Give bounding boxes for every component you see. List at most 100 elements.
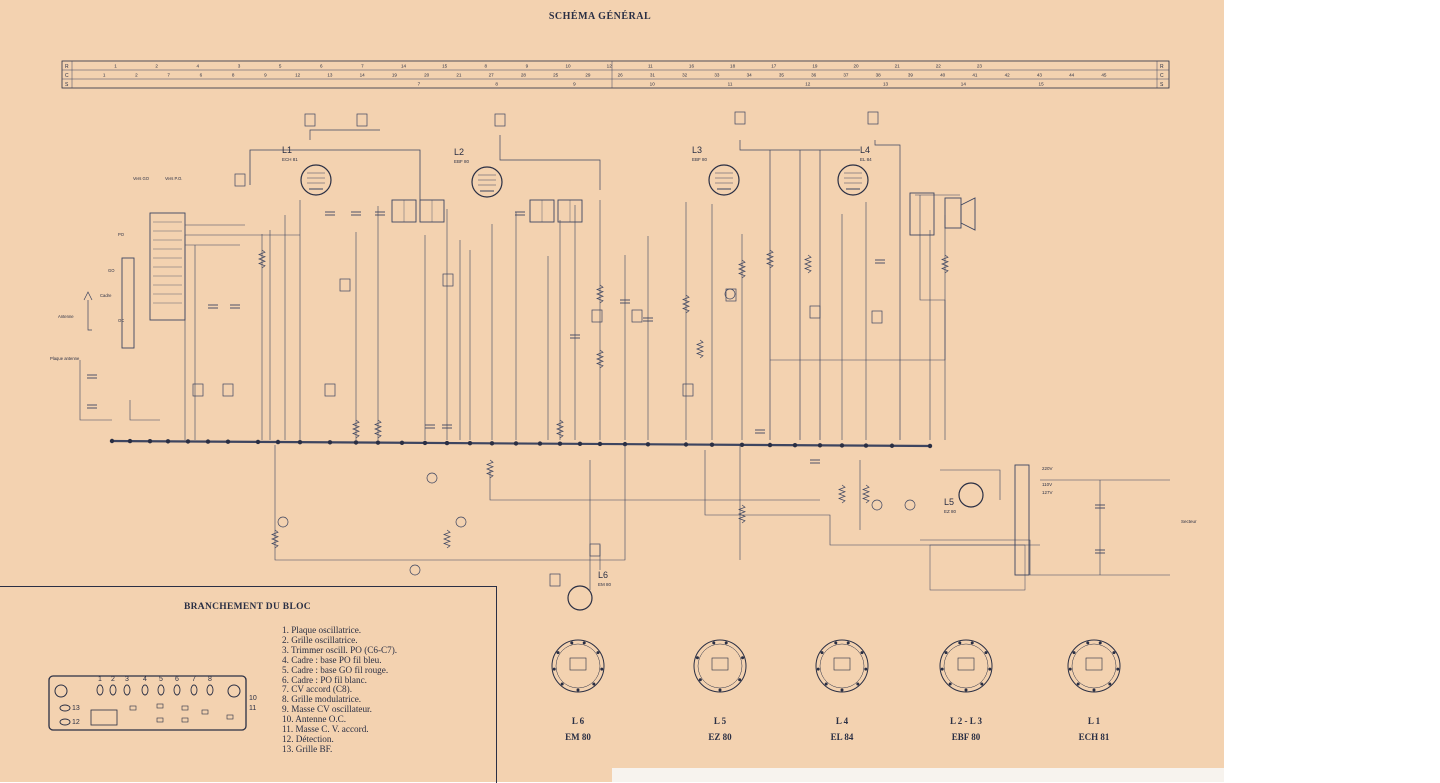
ground-junction xyxy=(557,441,563,446)
legend-item: 13. Grille BF. xyxy=(282,743,333,754)
component-box xyxy=(549,573,561,587)
grid-number: 22 xyxy=(936,64,942,69)
output-wire xyxy=(770,195,946,361)
test-point xyxy=(277,516,289,528)
resistor xyxy=(682,294,690,314)
legend-item: 9. Masse CV oscillateur. xyxy=(282,704,372,715)
grid-number: 35 xyxy=(779,73,785,78)
grid-row-letter: R xyxy=(1160,64,1164,70)
pinout-inner xyxy=(943,643,989,689)
block-lug xyxy=(190,684,198,696)
grid-number: 8 xyxy=(232,73,235,78)
pinout-socket xyxy=(693,639,747,693)
tube-type: ECH 81 xyxy=(282,157,298,162)
grid-number: 5 xyxy=(279,64,282,69)
ground-junction xyxy=(889,443,895,448)
grid-number: 1 xyxy=(103,73,106,78)
speaker-cone xyxy=(960,197,976,231)
ground-junction xyxy=(127,438,133,444)
test-point xyxy=(426,472,438,484)
legend-item: 4. Cadre : base PO fil bleu. xyxy=(282,654,382,665)
grid-number: 10 xyxy=(566,64,572,69)
ground-junction xyxy=(513,441,519,446)
grid-number: 45 xyxy=(1101,73,1107,78)
pinout-pin xyxy=(948,682,952,686)
block-contact xyxy=(181,705,189,711)
pinout-pin xyxy=(958,641,962,645)
grid-number: 25 xyxy=(553,73,559,78)
pinout-type-l5: EZ 80 xyxy=(708,732,732,742)
grid-row-letter: S xyxy=(1160,82,1164,88)
block-lug xyxy=(123,684,131,696)
grid-number: 26 xyxy=(618,73,624,78)
block-connection-legend: 1. Plaque oscillatrice. 2. Grille oscill… xyxy=(282,625,397,755)
page-title: SCHÉMA GÉNÉRAL xyxy=(548,11,652,22)
test-point xyxy=(455,516,467,528)
resistor xyxy=(443,529,451,549)
pinout-pin xyxy=(1112,651,1116,655)
component-box xyxy=(682,383,694,397)
block-mount-hole xyxy=(54,684,68,698)
grid-number: 12 xyxy=(295,73,301,78)
ground-junction xyxy=(597,441,603,447)
tube-pinouts xyxy=(551,639,1121,693)
grid-number: 32 xyxy=(682,73,688,78)
pinout-type-l2-l3: EBF 80 xyxy=(951,732,981,742)
resistor xyxy=(838,484,846,504)
component-box xyxy=(339,278,351,292)
block-frame xyxy=(48,675,247,731)
grid-number: 21 xyxy=(456,73,462,78)
grid-number: 17 xyxy=(771,64,777,69)
ground-junction xyxy=(225,439,231,444)
block-window xyxy=(90,709,118,726)
pinout-electrode xyxy=(569,657,587,671)
pinout-electrode xyxy=(1085,657,1103,671)
pinout-pin xyxy=(864,667,868,671)
pinout-pin xyxy=(940,667,944,671)
pinout-pin xyxy=(834,641,838,645)
block-lug xyxy=(141,684,149,696)
grid-number: 12 xyxy=(805,82,811,87)
ground-junction xyxy=(839,443,845,448)
block-pin-number: 2 xyxy=(111,676,115,683)
tube-designator: L3 xyxy=(692,145,702,155)
grid-number: 12 xyxy=(607,64,613,69)
legend-item: 1. Plaque oscillatrice. xyxy=(282,625,362,635)
block-pin-number: 12 xyxy=(72,719,80,726)
resistor xyxy=(766,249,774,269)
block-lug xyxy=(59,718,71,726)
block-mount-hole xyxy=(227,684,241,698)
grid-number: 44 xyxy=(1069,73,1075,78)
ground-junction xyxy=(817,443,823,448)
pinout-pin xyxy=(738,678,742,682)
pinout-type-l4: EL 84 xyxy=(830,732,854,742)
component-box xyxy=(867,111,879,125)
ground-junction xyxy=(327,440,333,445)
components xyxy=(87,111,1105,587)
block-contact xyxy=(226,714,234,720)
coil-block xyxy=(149,212,186,321)
sheet-bottom-strip xyxy=(612,768,1224,782)
grid-number: 2 xyxy=(135,73,138,78)
pinout-pin xyxy=(964,688,968,692)
legend-item: 7. CV accord (C8). xyxy=(282,684,352,695)
grid-number: 19 xyxy=(812,64,818,69)
component-box xyxy=(234,173,246,187)
component-box xyxy=(356,113,368,127)
pinout-pin xyxy=(552,667,556,671)
legend-item: 12. Détection. xyxy=(282,733,334,744)
oc-label: OC xyxy=(118,318,124,323)
ground-bus xyxy=(111,439,933,448)
pinout-pin xyxy=(596,651,600,655)
grid-number: 8 xyxy=(495,82,498,87)
resistor xyxy=(556,419,564,439)
grid-number: 40 xyxy=(940,73,946,78)
legend-item: 6. Cadre : PO fil blanc. xyxy=(282,674,367,685)
pinout-socket xyxy=(815,639,869,693)
legend-item: 2. Grille oscillatrice. xyxy=(282,634,358,645)
block-contact xyxy=(129,705,137,711)
block-contact xyxy=(156,703,164,709)
block-pin-number: 1 xyxy=(98,676,102,683)
grid-number: 10 xyxy=(650,82,656,87)
